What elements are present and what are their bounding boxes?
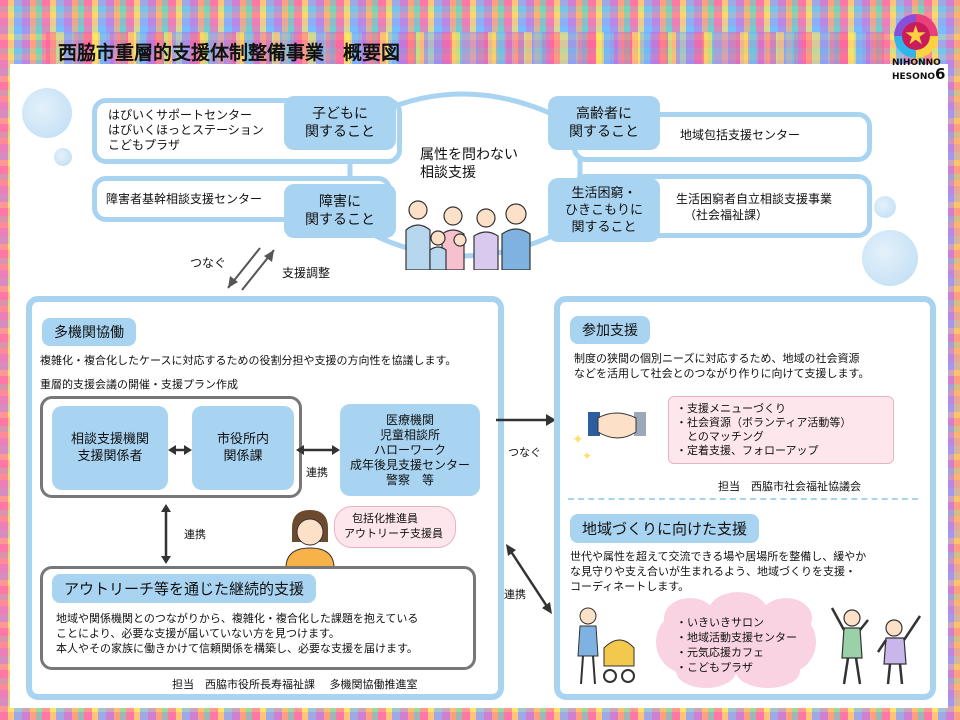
svg-text:✦: ✦ <box>582 449 592 463</box>
multi-agency-heading: 多機関協働 <box>42 318 136 346</box>
community-desc: な見守りや支え合いが生まれるよう、地域づくりを支援・ <box>570 565 856 578</box>
poverty-pill: 生活困窮・ ひきこもりに 関すること <box>548 178 660 242</box>
logo-number: 6 <box>935 65 946 83</box>
participation-heading: 参加支援 <box>570 316 650 344</box>
link-label: 連携 <box>504 588 526 601</box>
participation-items-box <box>668 396 894 464</box>
community-item: ・こどもプラザ <box>676 661 753 674</box>
cloud-puff <box>664 598 716 638</box>
org-label: 障害者基幹相談支援センター <box>106 192 263 206</box>
org-label: こどもプラザ <box>108 138 181 152</box>
community-desc: 世代や属性を超えて交流できる場や居場所を整備し、緩やか <box>570 550 867 563</box>
exchange-arrows <box>227 247 275 291</box>
logo-line2: HESONO <box>892 72 935 82</box>
org-label: （社会福祉課） <box>684 208 769 222</box>
support-agencies-box: 相談支援機関 支援関係者 <box>52 406 168 490</box>
bubble-decoration <box>862 230 918 286</box>
star-icon: ★ <box>904 21 928 51</box>
community-item: ・いきいきサロン <box>676 616 764 629</box>
disability-pill: 障害に 関すること <box>284 184 396 238</box>
outreach-heading: アウトリーチ等を通じた継続的支援 <box>52 574 317 603</box>
org-label: 生活困窮者自立相談支援事業 <box>676 192 833 206</box>
participation-desc: 制度の狭間の個別ニーズに対応するため、地域の社会資源 <box>574 352 860 365</box>
cloud-puff <box>708 592 768 634</box>
svg-text:✦: ✦ <box>572 432 584 448</box>
participation-item: とのマッチング <box>676 430 764 443</box>
children-pill: 子どもに 関すること <box>284 96 396 150</box>
meeting-frame <box>40 396 302 498</box>
multi-agency-sub: 重層的支援会議の開催・支援プラン作成 <box>40 378 238 391</box>
outreach-desc: ことにより、必要な支援が届いていない方を見つけます。 <box>56 627 340 640</box>
staff-person-illustration <box>285 510 335 568</box>
logo-line1: NIHONNO <box>892 58 941 68</box>
org-label: はぴいくほっとステーション <box>108 123 264 137</box>
elderly-pill: 高齢者に 関すること <box>548 96 660 150</box>
cloud-puff <box>736 654 800 688</box>
exercising-elders-illustration <box>830 607 922 685</box>
multi-agency-panel <box>26 296 504 700</box>
bubble-decoration <box>22 88 72 138</box>
participation-item: ・支援メニューづくり <box>676 402 786 415</box>
stroller-illustration <box>577 607 635 685</box>
community-desc: コーディネートします。 <box>570 580 690 593</box>
participation-desc: などを活用して社会とのつながり作りに向けて支援します。 <box>574 367 870 380</box>
section-divider <box>568 498 918 500</box>
participation-owner: 担当 西脇市社会福祉協議会 <box>718 480 861 493</box>
family-illustration <box>405 200 531 270</box>
community-item: ・元気応援カフェ <box>676 646 764 659</box>
org-label: 地域包括支援センター <box>680 128 801 142</box>
adjust-label: 支援調整 <box>282 266 331 280</box>
center-label-1: 属性を問わない <box>420 147 518 163</box>
page-title: 西脇市重層的支援体制整備事業 概要図 <box>58 42 401 64</box>
community-item: ・地域活動支援センター <box>676 631 797 644</box>
outreach-frame <box>40 566 476 670</box>
outreach-desc: 地域や関係機関とのつながりから、複雑化・複合化した課題を抱えている <box>56 612 419 625</box>
logo: ★ NIHONNO HESONO6 <box>892 14 946 94</box>
external-agencies-box: 医療機関 児童相談所 ハローワーク 成年後見支援センター 警察 等 <box>340 404 480 496</box>
staff-roles-box <box>334 506 456 548</box>
center-label-2: 相談支援 <box>420 165 476 181</box>
city-departments-box: 市役所内 関係課 <box>192 406 294 490</box>
handshake-illustration: ✦ ✦ <box>572 412 646 463</box>
connect-label: つなぐ <box>190 256 227 270</box>
connect-label-2: つなぐ <box>508 446 541 459</box>
link-label: 連携 <box>306 466 328 479</box>
bubble-decoration <box>54 148 72 166</box>
cloud-puff <box>760 598 812 638</box>
participation-item: ・定着支援、フォローアップ <box>676 444 819 457</box>
participation-item: ・社会資源（ボランティア活動等） <box>676 416 852 429</box>
outreach-owner: 担当 西脇市役所長寿福祉課 多機関協働推進室 <box>172 678 418 691</box>
staff-role: アウトリーチ支援員 <box>344 527 443 540</box>
staff-role: 包括化推進員 <box>352 512 418 525</box>
multi-agency-desc: 複雑化・複合化したケースに対応するための役割分担や支援の方向性を協議します。 <box>40 354 457 367</box>
cloud-puff <box>676 654 736 688</box>
link-label: 連携 <box>184 528 206 541</box>
logo-ring-icon: ★ <box>894 14 938 58</box>
community-heading: 地域づくりに向けた支援 <box>570 514 760 543</box>
org-label: はぴいくサポートセンター <box>108 108 253 122</box>
outreach-desc: 本人やその家族に働きかけて信頼関係を構築し、必要な支援を届けます。 <box>56 642 418 655</box>
title-band <box>46 32 884 64</box>
bubble-decoration <box>874 196 896 218</box>
